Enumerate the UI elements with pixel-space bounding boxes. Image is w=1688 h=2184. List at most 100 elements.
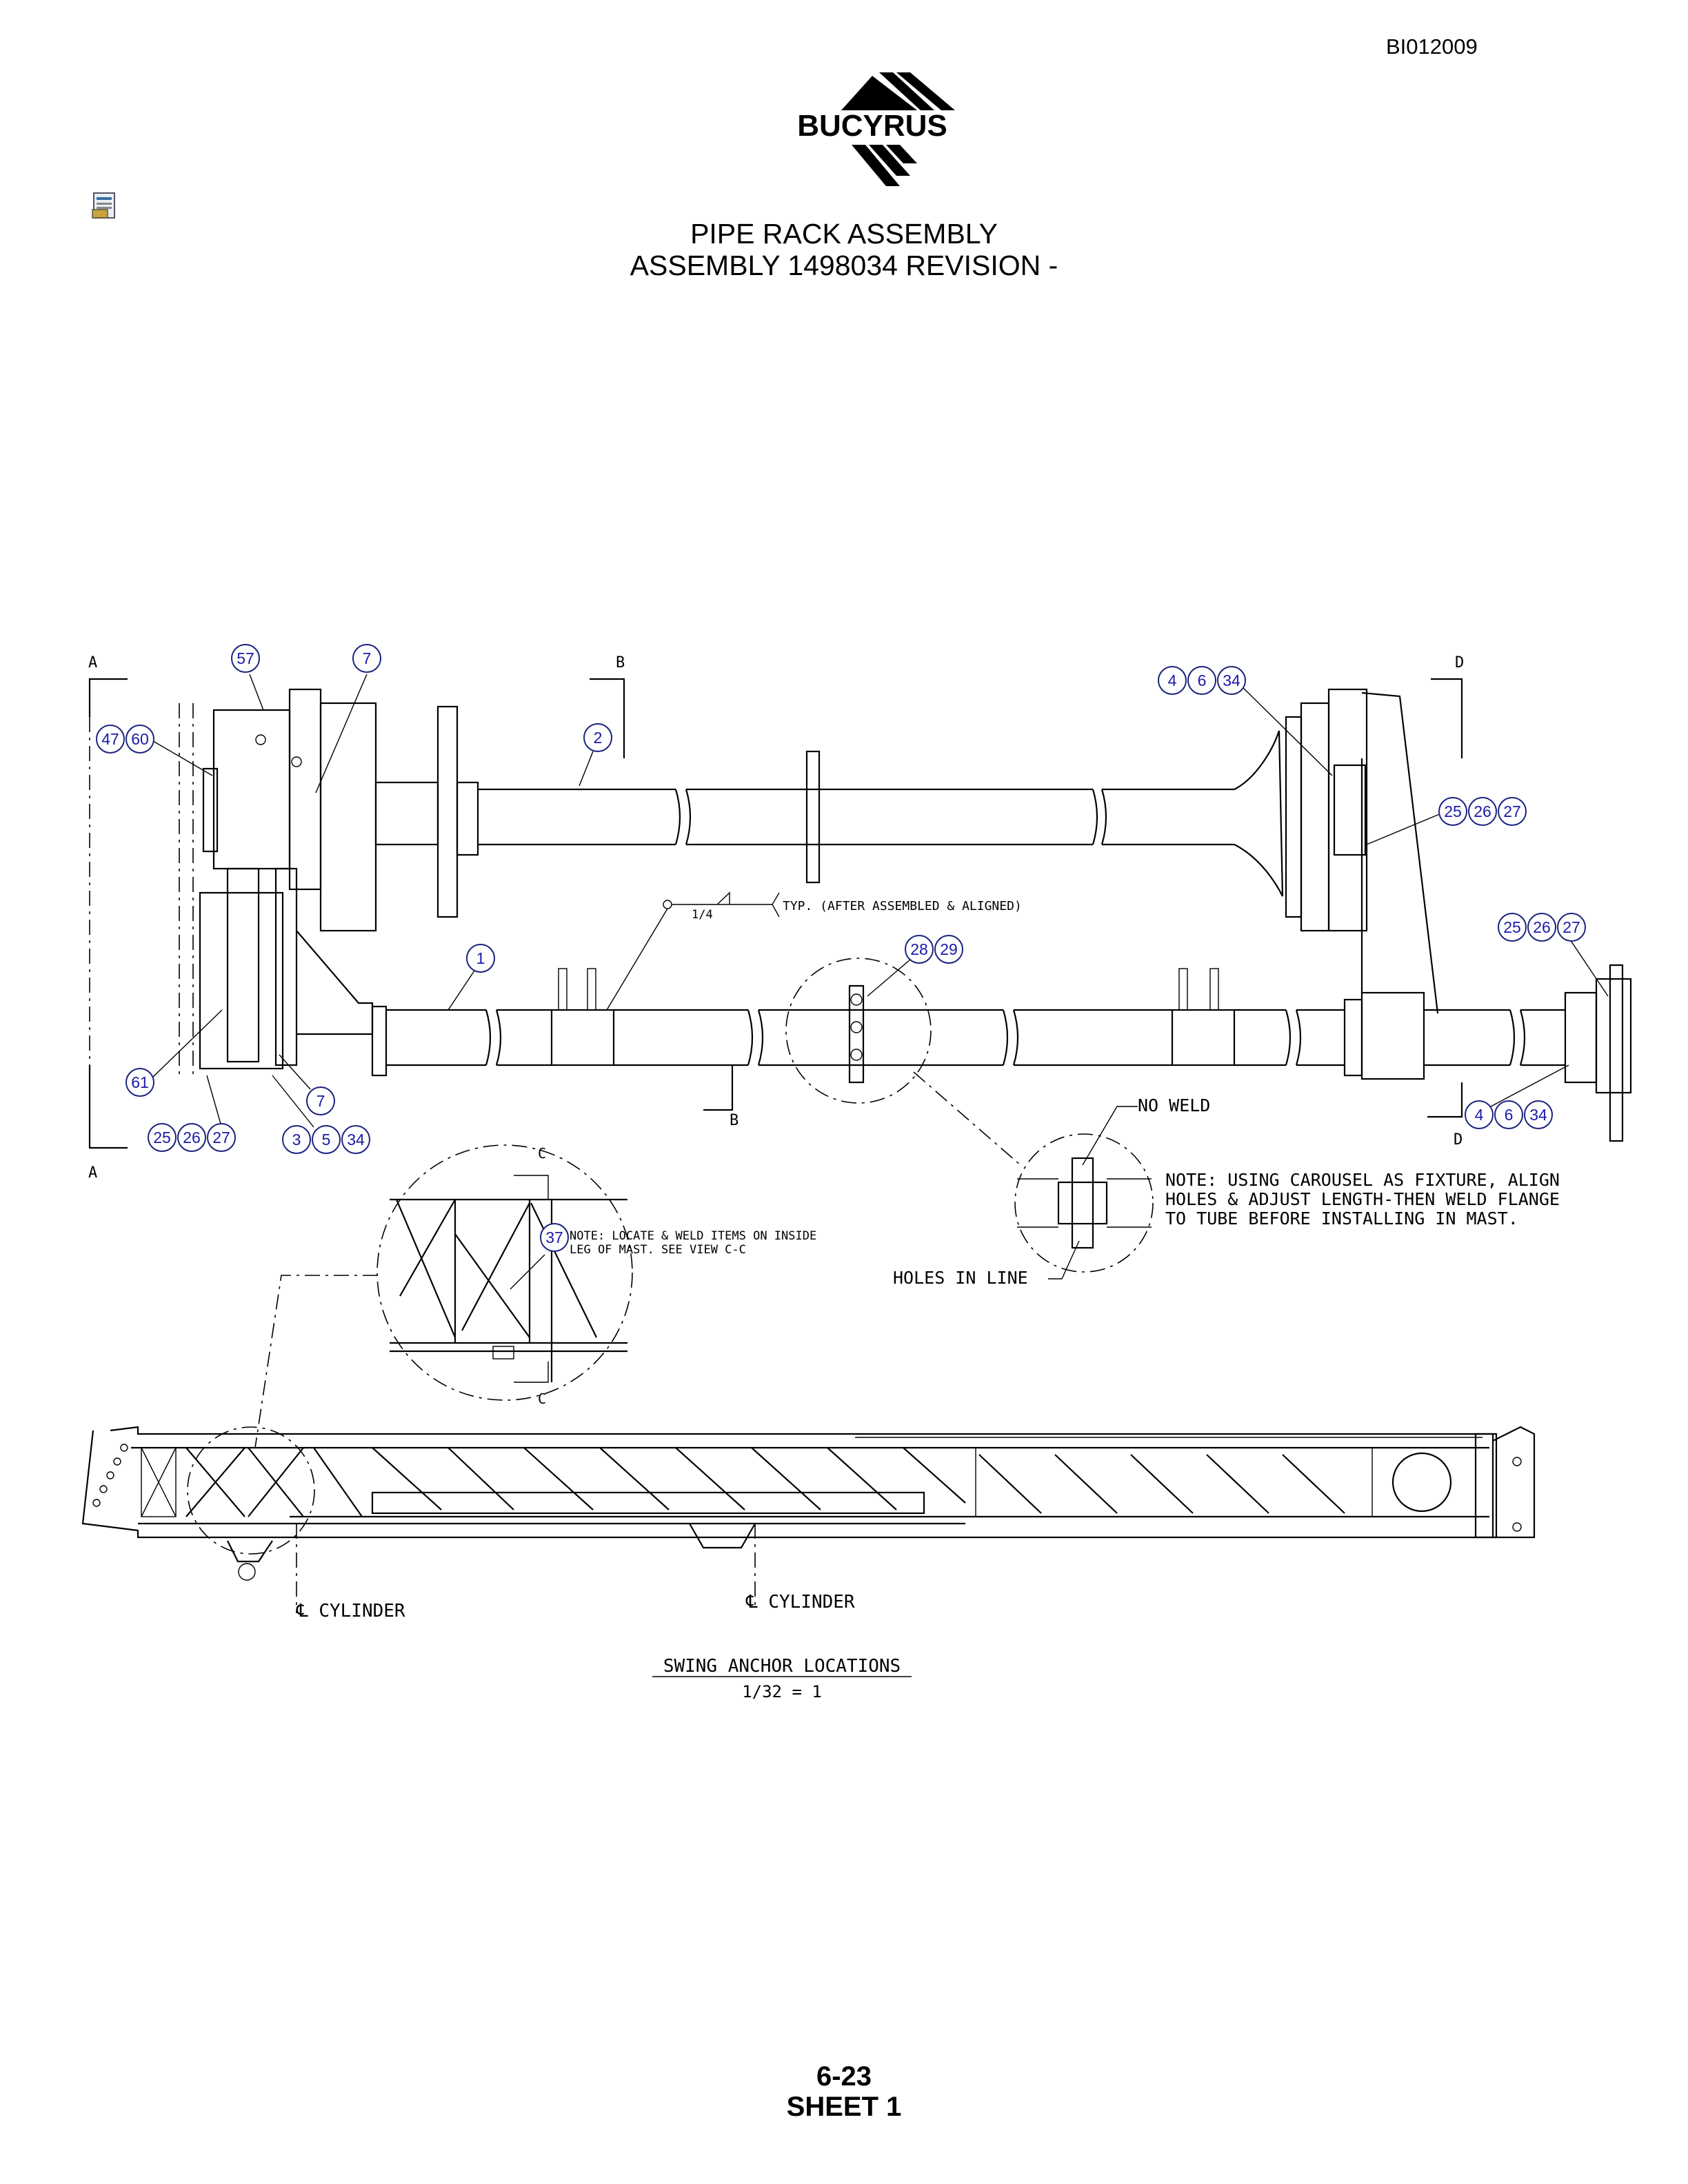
balloon-27-mid: 27 — [1498, 797, 1527, 826]
balloon-57: 57 — [231, 644, 260, 673]
balloon-4-top: 4 — [1158, 666, 1187, 695]
balloon-leaders — [152, 674, 1609, 1128]
balloon-26-right: 26 — [1527, 913, 1556, 942]
balloon-4-bottom: 4 — [1465, 1100, 1494, 1129]
weld-symbol: 1/4 TYP. (AFTER ASSEMBLED & ALIGNED) — [606, 891, 1022, 1011]
svg-text:4: 4 — [1475, 1106, 1484, 1124]
svg-text:5: 5 — [322, 1131, 331, 1149]
svg-text:4: 4 — [1168, 671, 1177, 689]
locate-note-line-2: LEG OF MAST. SEE VIEW C-C — [570, 1243, 746, 1257]
svg-text:27: 27 — [1563, 918, 1580, 936]
balloon-34-bottom: 34 — [341, 1125, 370, 1154]
fixture-note-line-1: NOTE: USING CAROUSEL AS FIXTURE, ALIGN — [1165, 1170, 1560, 1190]
flange-detail-circle — [785, 958, 932, 1104]
fixture-note-line-2: HOLES & ADJUST LENGTH-THEN WELD FLANGE — [1165, 1189, 1560, 1209]
lower-pipe-assembly — [199, 758, 1632, 1142]
title-line-1: PIPE RACK ASSEMBLY — [690, 218, 998, 250]
svg-text:28: 28 — [910, 940, 928, 958]
balloon-61: 61 — [125, 1068, 154, 1097]
balloon-60: 60 — [125, 725, 154, 754]
svg-text:37: 37 — [545, 1228, 563, 1246]
page-footer: 6-23 SHEET 1 — [0, 2061, 1688, 2122]
svg-text:29: 29 — [940, 940, 958, 958]
section-d-markers: D D — [1427, 654, 1464, 1149]
view-title: SWING ANCHOR LOCATIONS 1/32 = 1 — [652, 1656, 912, 1701]
mast-truss: ℄ CYLINDER ℄ CYLINDER — [81, 1426, 1536, 1621]
svg-text:26: 26 — [183, 1129, 201, 1146]
balloon-7-bottom: 7 — [306, 1086, 335, 1115]
view-title-text: SWING ANCHOR LOCATIONS — [663, 1656, 901, 1677]
svg-text:25: 25 — [1444, 802, 1462, 820]
svg-text:27: 27 — [212, 1129, 230, 1146]
balloon-2: 2 — [583, 723, 612, 752]
svg-text:1: 1 — [476, 949, 485, 967]
bucyrus-logo: BUCYRUS — [797, 72, 955, 186]
balloon-28: 28 — [905, 935, 934, 964]
weld-size: 1/4 — [692, 908, 713, 922]
balloon-6-top: 6 — [1187, 666, 1216, 695]
svg-text:60: 60 — [131, 730, 149, 748]
svg-text:7: 7 — [363, 649, 372, 667]
section-c-bottom-label: C — [538, 1391, 546, 1407]
balloon-6-bottom: 6 — [1494, 1100, 1523, 1129]
locate-note-line-1: NOTE: LOCATE & WELD ITEMS ON INSIDE — [570, 1229, 816, 1243]
cylinder-2-label: ℄ CYLINDER — [745, 1592, 855, 1612]
balloon-25-right: 25 — [1498, 913, 1527, 942]
balloon-3: 3 — [282, 1125, 311, 1154]
detail-leader — [254, 1275, 378, 1448]
document-id: BI012009 — [1386, 34, 1478, 59]
svg-text:7: 7 — [316, 1092, 325, 1110]
balloon-26-mid: 26 — [1468, 797, 1497, 826]
svg-text:2: 2 — [594, 729, 603, 747]
cylinder-1-label: ℄ CYLINDER — [296, 1601, 405, 1621]
no-weld-detail: NO WELD HOLES IN LINE NOTE: USING CAROUS… — [893, 1095, 1560, 1288]
section-a-bottom-label: A — [88, 1164, 97, 1182]
title-line-2: ASSEMBLY 1498034 REVISION - — [630, 250, 1058, 281]
view-c-detail: C C NOTE: LOCATE & WELD ITEMS ON INSIDE … — [376, 1144, 816, 1407]
svg-text:34: 34 — [347, 1131, 365, 1149]
svg-text:6: 6 — [1505, 1106, 1514, 1124]
holes-in-line-note: HOLES IN LINE — [893, 1268, 1028, 1288]
no-weld-note: NO WELD — [1138, 1095, 1210, 1115]
section-b-markers: B B — [590, 654, 738, 1129]
svg-text:26: 26 — [1533, 918, 1551, 936]
balloon-26-bottom: 26 — [177, 1123, 206, 1152]
section-b-bottom-label: B — [730, 1112, 738, 1129]
view-scale-text: 1/32 = 1 — [742, 1682, 822, 1701]
section-a-top-label: A — [88, 654, 97, 671]
balloon-37: 37 — [540, 1223, 569, 1252]
balloon-34-bottom-right: 34 — [1524, 1100, 1553, 1129]
part-balloons: 57 7 47 60 2 4 6 34 25 26 27 25 26 27 28… — [96, 644, 1586, 1252]
svg-text:3: 3 — [292, 1131, 301, 1149]
svg-text:34: 34 — [1529, 1106, 1547, 1124]
balloon-29: 29 — [934, 935, 963, 964]
svg-text:61: 61 — [131, 1073, 149, 1091]
svg-text:25: 25 — [153, 1129, 171, 1146]
fixture-note-line-3: TO TUBE BEFORE INSTALLING IN MAST. — [1165, 1209, 1518, 1228]
section-d-bottom-label: D — [1454, 1131, 1463, 1149]
svg-text:47: 47 — [101, 730, 119, 748]
attachment-icon[interactable] — [90, 190, 120, 221]
balloon-5: 5 — [312, 1125, 341, 1154]
balloon-1: 1 — [466, 944, 495, 973]
section-c-top-label: C — [538, 1145, 546, 1162]
drawing-title: PIPE RACK ASSEMBLY ASSEMBLY 1498034 REVI… — [0, 218, 1688, 281]
section-d-top-label: D — [1455, 654, 1464, 671]
svg-text:34: 34 — [1223, 671, 1240, 689]
section-a-markers: A A — [88, 654, 128, 1182]
svg-text:27: 27 — [1503, 802, 1521, 820]
logo-wordmark: BUCYRUS — [797, 109, 947, 143]
balloon-27-right: 27 — [1557, 913, 1586, 942]
svg-text:25: 25 — [1503, 918, 1521, 936]
balloon-47: 47 — [96, 725, 125, 754]
balloon-25-bottom: 25 — [148, 1123, 177, 1152]
svg-text:6: 6 — [1198, 671, 1207, 689]
sheet-number: SHEET 1 — [786, 2092, 902, 2122]
typ-note: TYP. (AFTER ASSEMBLED & ALIGNED) — [783, 899, 1022, 913]
svg-text:26: 26 — [1474, 802, 1491, 820]
section-b-top-label: B — [616, 654, 625, 671]
upper-pipe-assembly — [179, 688, 1439, 1075]
balloon-27-bottom: 27 — [207, 1123, 236, 1152]
svg-text:57: 57 — [237, 649, 254, 667]
